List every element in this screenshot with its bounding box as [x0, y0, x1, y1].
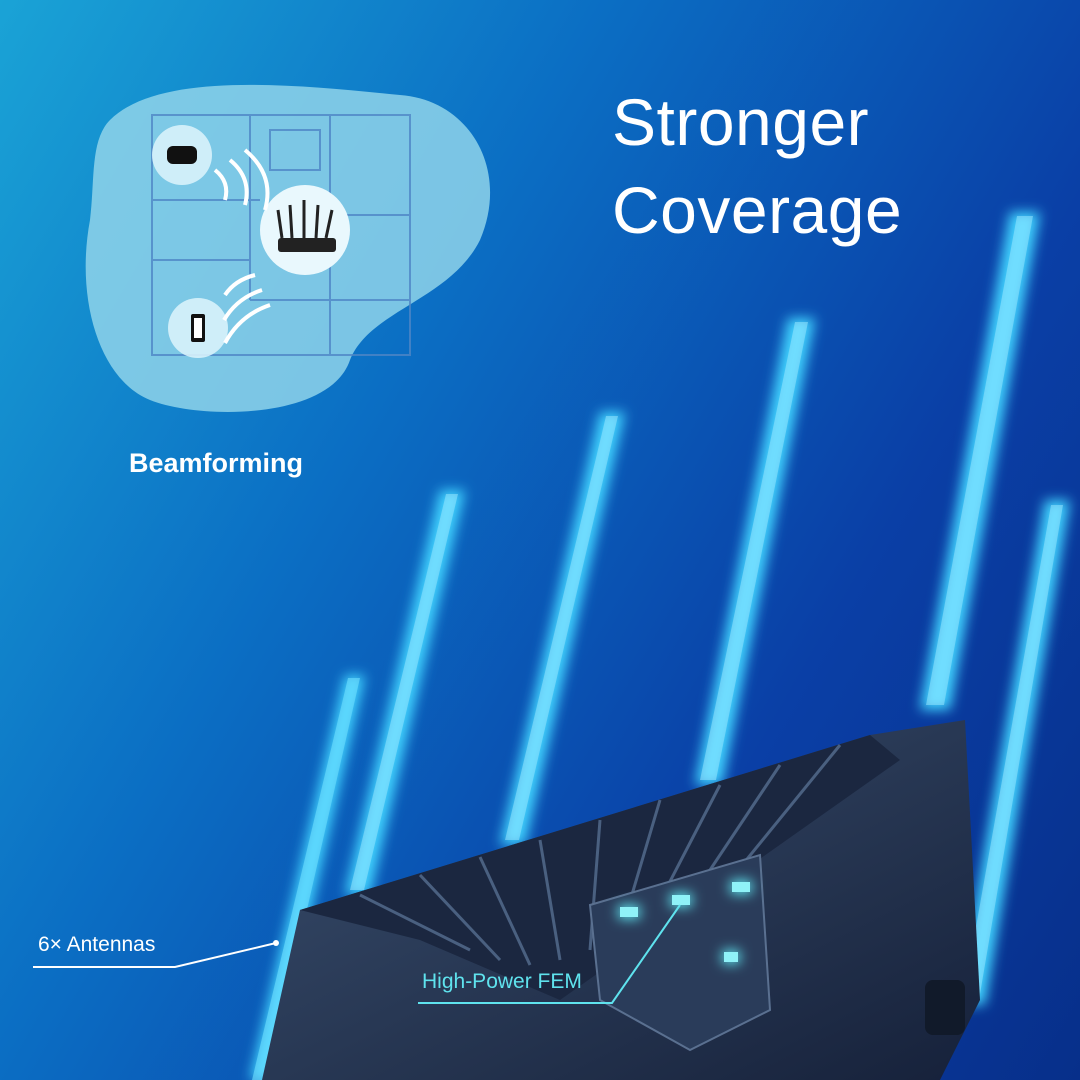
headline: Stronger Coverage [612, 78, 902, 254]
antennas [250, 212, 1070, 1080]
antenna [958, 500, 1070, 1005]
power-port [925, 980, 965, 1035]
antenna [345, 490, 465, 895]
antenna [920, 212, 1040, 710]
antenna [500, 412, 625, 845]
antennas-callout: 6× Antennas [38, 933, 156, 956]
router-icon [260, 185, 350, 275]
wifi-waves-icon [213, 148, 271, 344]
router-body [262, 720, 980, 1080]
beamforming-label: Beamforming [129, 448, 304, 478]
antenna [695, 318, 815, 785]
antennas-callout-line [33, 942, 277, 968]
antenna [250, 675, 365, 1080]
gamepad-icon [152, 125, 212, 185]
fem-callout: High-Power FEM [422, 970, 582, 993]
fem-panel [588, 853, 772, 1052]
fem-callout-line [418, 904, 681, 1004]
headline-line1: Stronger [612, 85, 870, 159]
headline-line2: Coverage [612, 173, 903, 247]
smartphone-icon [168, 298, 228, 358]
